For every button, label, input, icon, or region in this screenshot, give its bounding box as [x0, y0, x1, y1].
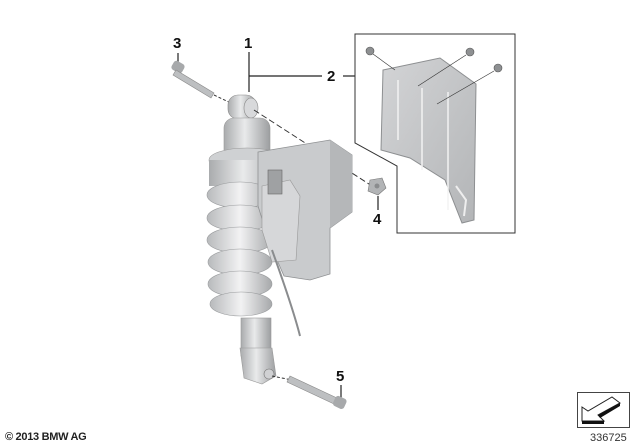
item-1-shock-absorber[interactable]: [206, 117, 353, 385]
navigation-arrow-button[interactable]: [577, 392, 630, 428]
arrow-down-left-icon: [581, 396, 621, 424]
callout-4[interactable]: 4: [373, 211, 382, 228]
copyright-notice: © 2013 BMW AG: [5, 431, 87, 443]
axis-line: [253, 109, 373, 187]
callout-5[interactable]: 5: [336, 368, 345, 385]
item-5-bolt[interactable]: [271, 375, 348, 410]
item-2-frame: [354, 33, 516, 234]
diagram-number: 336725: [590, 432, 627, 444]
upper-bushing: [227, 94, 259, 120]
callout-1[interactable]: 1: [244, 35, 253, 52]
item-2-screws: [365, 46, 503, 105]
item-3-bolt[interactable]: [170, 60, 234, 105]
callout-2[interactable]: 2: [327, 68, 336, 85]
item-2-cover[interactable]: [380, 57, 477, 224]
callout-3[interactable]: 3: [173, 35, 182, 52]
leader-lines: [177, 52, 379, 398]
item-4-nut[interactable]: [367, 177, 387, 196]
